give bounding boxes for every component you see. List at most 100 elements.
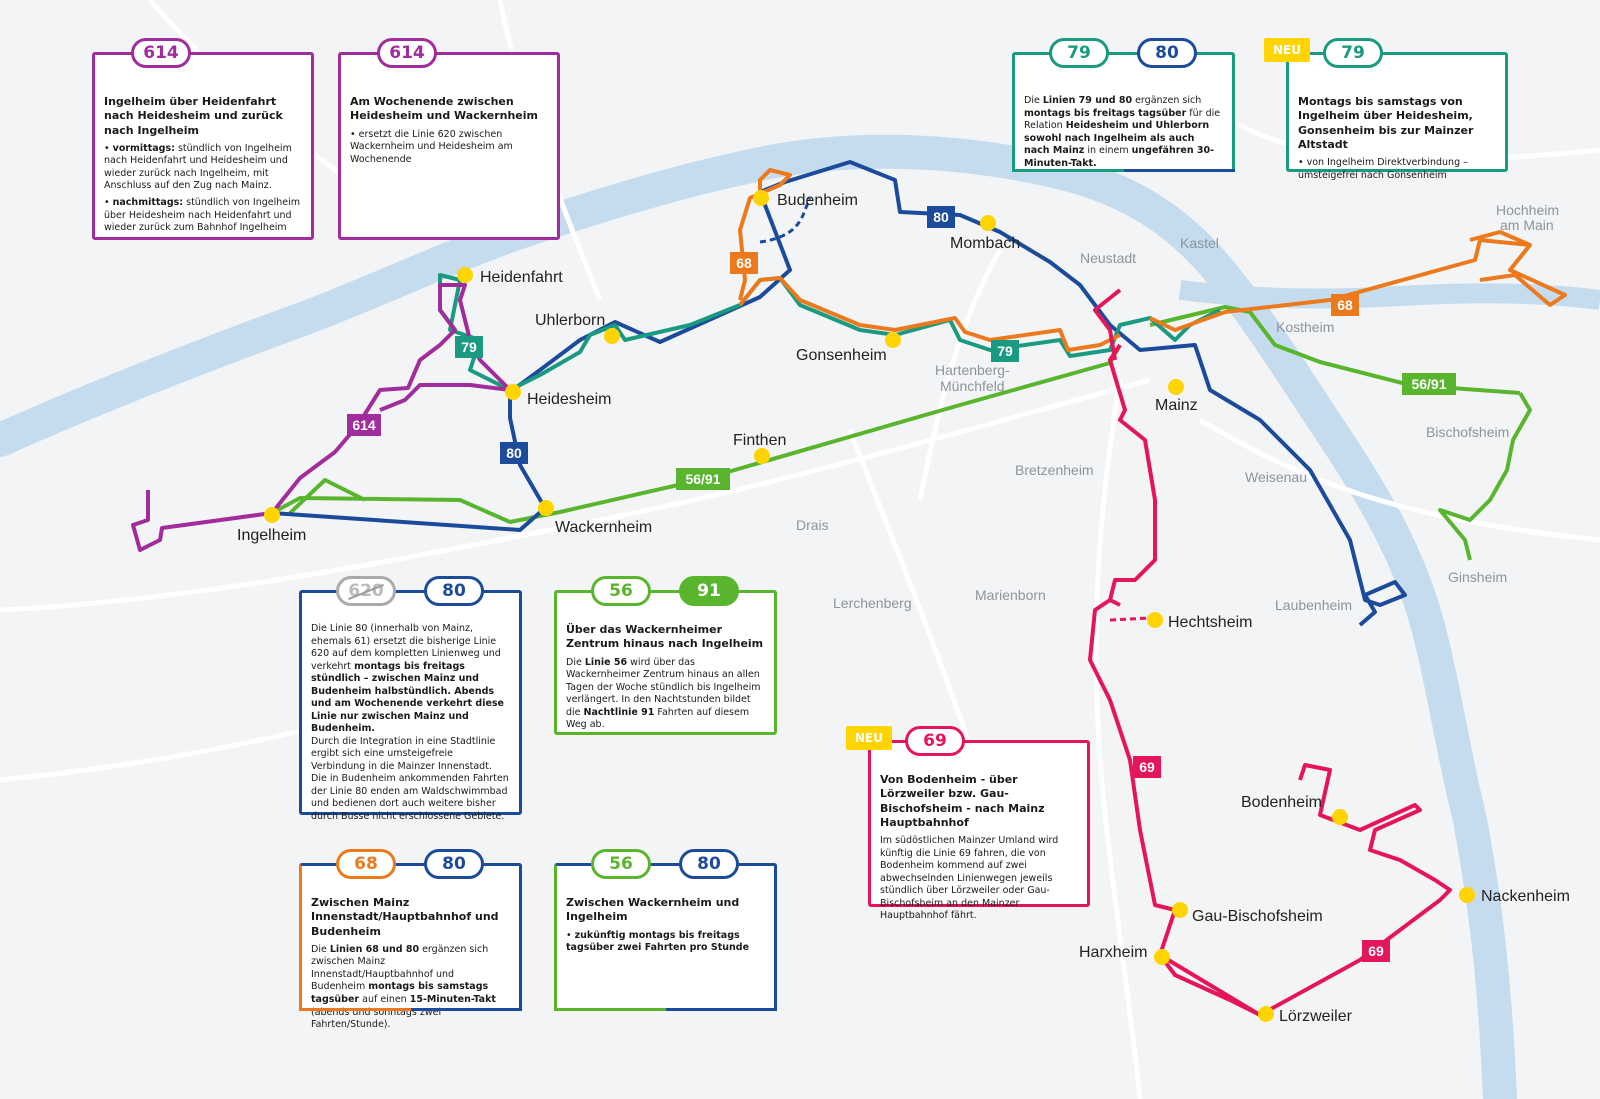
box-6880-text-seg-5: 15-Minuten-Takt xyxy=(409,994,496,1006)
box-5691-text-seg-4: Fahrten auf diesem Weg ab. xyxy=(566,706,750,731)
map-label-68-east: 68 xyxy=(1337,297,1353,313)
map-label-614: 614 xyxy=(352,417,376,433)
label-mombach: Mombach xyxy=(950,235,1020,252)
box-614a-heading-seg-5: und zurück nach xyxy=(104,109,283,137)
box-614b-heading-seg-2: und xyxy=(422,109,455,123)
box-5691-text-seg-0: Die xyxy=(566,656,585,668)
box-7980-text-seg-4: für die Relation xyxy=(1024,107,1221,132)
box-614a-list-0-seg-0: vormittags: xyxy=(112,142,175,154)
box-614a-heading-seg-1: über xyxy=(165,95,202,108)
label-laubenheim: Laubenheim xyxy=(1275,597,1352,613)
box-6880-text-seg-0: Die xyxy=(311,943,330,955)
box-614a-list-1-seg-1: stündlich von Ingelheim über Heidesheim … xyxy=(104,197,300,234)
box-6880-text: Die Linien 68 und 80 ergänzen sich zwisc… xyxy=(311,944,510,1032)
info-box-620-80: 620 80 Die Linie 80 (innerhalb von Mainz… xyxy=(299,576,522,822)
line-80-badge-620box: 80 xyxy=(424,576,484,606)
line-56-badge-80box: 56 xyxy=(591,849,651,879)
label-hochheim-1: Hochheim xyxy=(1496,202,1559,218)
label-harxheim: Harxheim xyxy=(1079,944,1147,961)
box-69-heading-seg-3: Lörzweiler bzw. Gau-Bischofsheim xyxy=(880,787,1009,815)
box-5691-heading-seg-1: Wackernheimer Zentrum xyxy=(566,623,723,651)
line-80-route xyxy=(271,160,1407,627)
label-ginsheim: Ginsheim xyxy=(1448,569,1507,585)
box-7980-text-seg-6: in einem xyxy=(1084,145,1132,157)
box-69-heading-seg-5: Mainz Hauptbahnhof xyxy=(880,801,1045,829)
list-item: • nachmittags: stündlich von Ingelheim ü… xyxy=(104,197,300,234)
box-6880-text-seg-6: (abends und sonntags zwei Fahrten/Stunde… xyxy=(311,1006,442,1031)
box-79neu-heading-seg-4: bis zur xyxy=(1374,123,1425,137)
line-80-badge-56box: 80 xyxy=(679,849,739,879)
box-62080-text-seg-1: montags bis freitags stündlich – zwische… xyxy=(311,660,504,735)
line-79-badge-neu: 79 xyxy=(1323,38,1383,68)
map-label-80-west: 80 xyxy=(506,445,522,461)
box-79neu-heading-seg-5: Mainzer Altstadt xyxy=(1298,123,1474,151)
box-5680-heading-seg-3: Ingelheim xyxy=(566,910,628,924)
box-79neu-heading-seg-0: Montags bis samstags von xyxy=(1298,95,1463,108)
box-6880-text-seg-4: auf einen xyxy=(359,994,410,1006)
stop-uhlerborn xyxy=(604,328,620,344)
info-box-79-neu: NEU 79 Montags bis samstags von Ingelhei… xyxy=(1264,38,1508,181)
map-label-5691-east: 56/91 xyxy=(1411,376,1446,392)
stop-ingelheim xyxy=(264,507,280,523)
stop-finthen xyxy=(754,448,770,464)
box-69-heading: Von Bodenheim - über Lörzweiler bzw. Gau… xyxy=(880,773,1078,830)
line-614-badge: 614 xyxy=(131,38,191,68)
line-79-badge: 79 xyxy=(1049,38,1109,68)
label-marienborn: Marienborn xyxy=(975,587,1046,603)
box-69-text: Im südöstlichen Mainzer Umland wird künf… xyxy=(880,835,1059,922)
map-label-68-west: 68 xyxy=(736,255,752,271)
label-hartenberg-1: Hartenberg- xyxy=(935,362,1010,378)
box-5680-heading-seg-2: und xyxy=(711,896,740,909)
box-7980-text-seg-2: ergänzen sich xyxy=(1132,95,1202,106)
stop-mombach xyxy=(980,215,996,231)
stop-heidesheim xyxy=(505,384,521,400)
line-80-badge: 80 xyxy=(1137,38,1197,68)
label-mainz: Mainz xyxy=(1155,397,1198,414)
box-5691-text-seg-1: Linie 56 xyxy=(584,656,628,668)
label-bodenheim: Bodenheim xyxy=(1241,794,1322,811)
box-79neu-heading-seg-1: Ingelheim xyxy=(1298,109,1360,123)
box-69-heading-seg-0: Von xyxy=(880,773,908,786)
main-river xyxy=(1178,280,1600,310)
info-box-56-80: 56 80 Zwischen Wackernheim und Ingelheim… xyxy=(554,849,777,1011)
box-5680-heading-seg-1: Wackernheim xyxy=(627,896,712,909)
label-hochheim-2: am Main xyxy=(1500,217,1554,233)
box-614b-list-0-seg-0: ersetzt die Linie 620 zwischen Wackernhe… xyxy=(350,128,513,165)
label-bischofsheim: Bischofsheim xyxy=(1426,424,1509,440)
line-80-badge-68box: 80 xyxy=(424,849,484,879)
map-label-79-east: 79 xyxy=(997,343,1013,359)
stop-budenheim xyxy=(753,190,769,206)
box-6880-heading-seg-3: Budenheim xyxy=(311,924,381,938)
box-614a-heading: Ingelheim über Heidenfahrt nach Heideshe… xyxy=(104,95,302,138)
box-614a-heading-seg-2: Heidenfahrt xyxy=(201,95,277,108)
stop-gonsenheim xyxy=(885,332,901,348)
stop-bodenheim xyxy=(1332,809,1348,825)
info-box-68-80: 68 80 Zwischen Mainz Innenstadt/Hauptbah… xyxy=(299,849,522,1030)
box-6880-text-seg-3: montags bis samstags tagsüber xyxy=(311,981,489,1006)
label-weisenau: Weisenau xyxy=(1245,469,1307,485)
label-budenheim: Budenheim xyxy=(777,192,858,209)
label-lerchenberg: Lerchenberg xyxy=(833,595,912,611)
box-614a-list-0-seg-1: stündlich von Ingelheim nach Heidenfahrt… xyxy=(104,142,292,192)
box-69-heading-seg-2: - über xyxy=(976,773,1018,786)
box-5680-heading-seg-0: Zwischen xyxy=(566,896,628,909)
box-5680-heading: Zwischen Wackernheim und Ingelheim xyxy=(566,896,765,925)
info-box-69-neu: NEU 69 Von Bodenheim - über Lörzweiler b… xyxy=(846,726,1090,921)
label-kostheim: Kostheim xyxy=(1276,319,1334,335)
box-614a-list-1-seg-0: nachmittags: xyxy=(112,197,184,209)
label-wackernheim: Wackernheim xyxy=(555,519,652,536)
label-gaubischofsheim: Gau-Bischofsheim xyxy=(1192,908,1323,925)
box-614b-heading-seg-3: Wackernheim xyxy=(454,109,538,123)
stop-loerzweiler xyxy=(1258,1006,1274,1022)
box-614b-list: • ersetzt die Linie 620 zwischen Wackern… xyxy=(350,129,548,167)
box-6880-heading-seg-2: und xyxy=(471,910,499,924)
box-62080-text: Die Linie 80 (innerhalb von Mainz, ehema… xyxy=(311,623,510,736)
label-nackenheim: Nackenheim xyxy=(1481,888,1570,905)
box-5691-heading-seg-2: hinaus nach xyxy=(619,637,702,651)
box-614a-heading-seg-3: nach xyxy=(104,109,138,123)
line-614-badge-2: 614 xyxy=(377,38,437,68)
stop-nackenheim xyxy=(1459,887,1475,903)
line-56-badge: 56 xyxy=(591,576,651,606)
info-box-614-weekend: 614 Am Wochenende zwischen Heidesheim un… xyxy=(338,38,560,240)
map-label-69-b: 69 xyxy=(1368,943,1384,959)
